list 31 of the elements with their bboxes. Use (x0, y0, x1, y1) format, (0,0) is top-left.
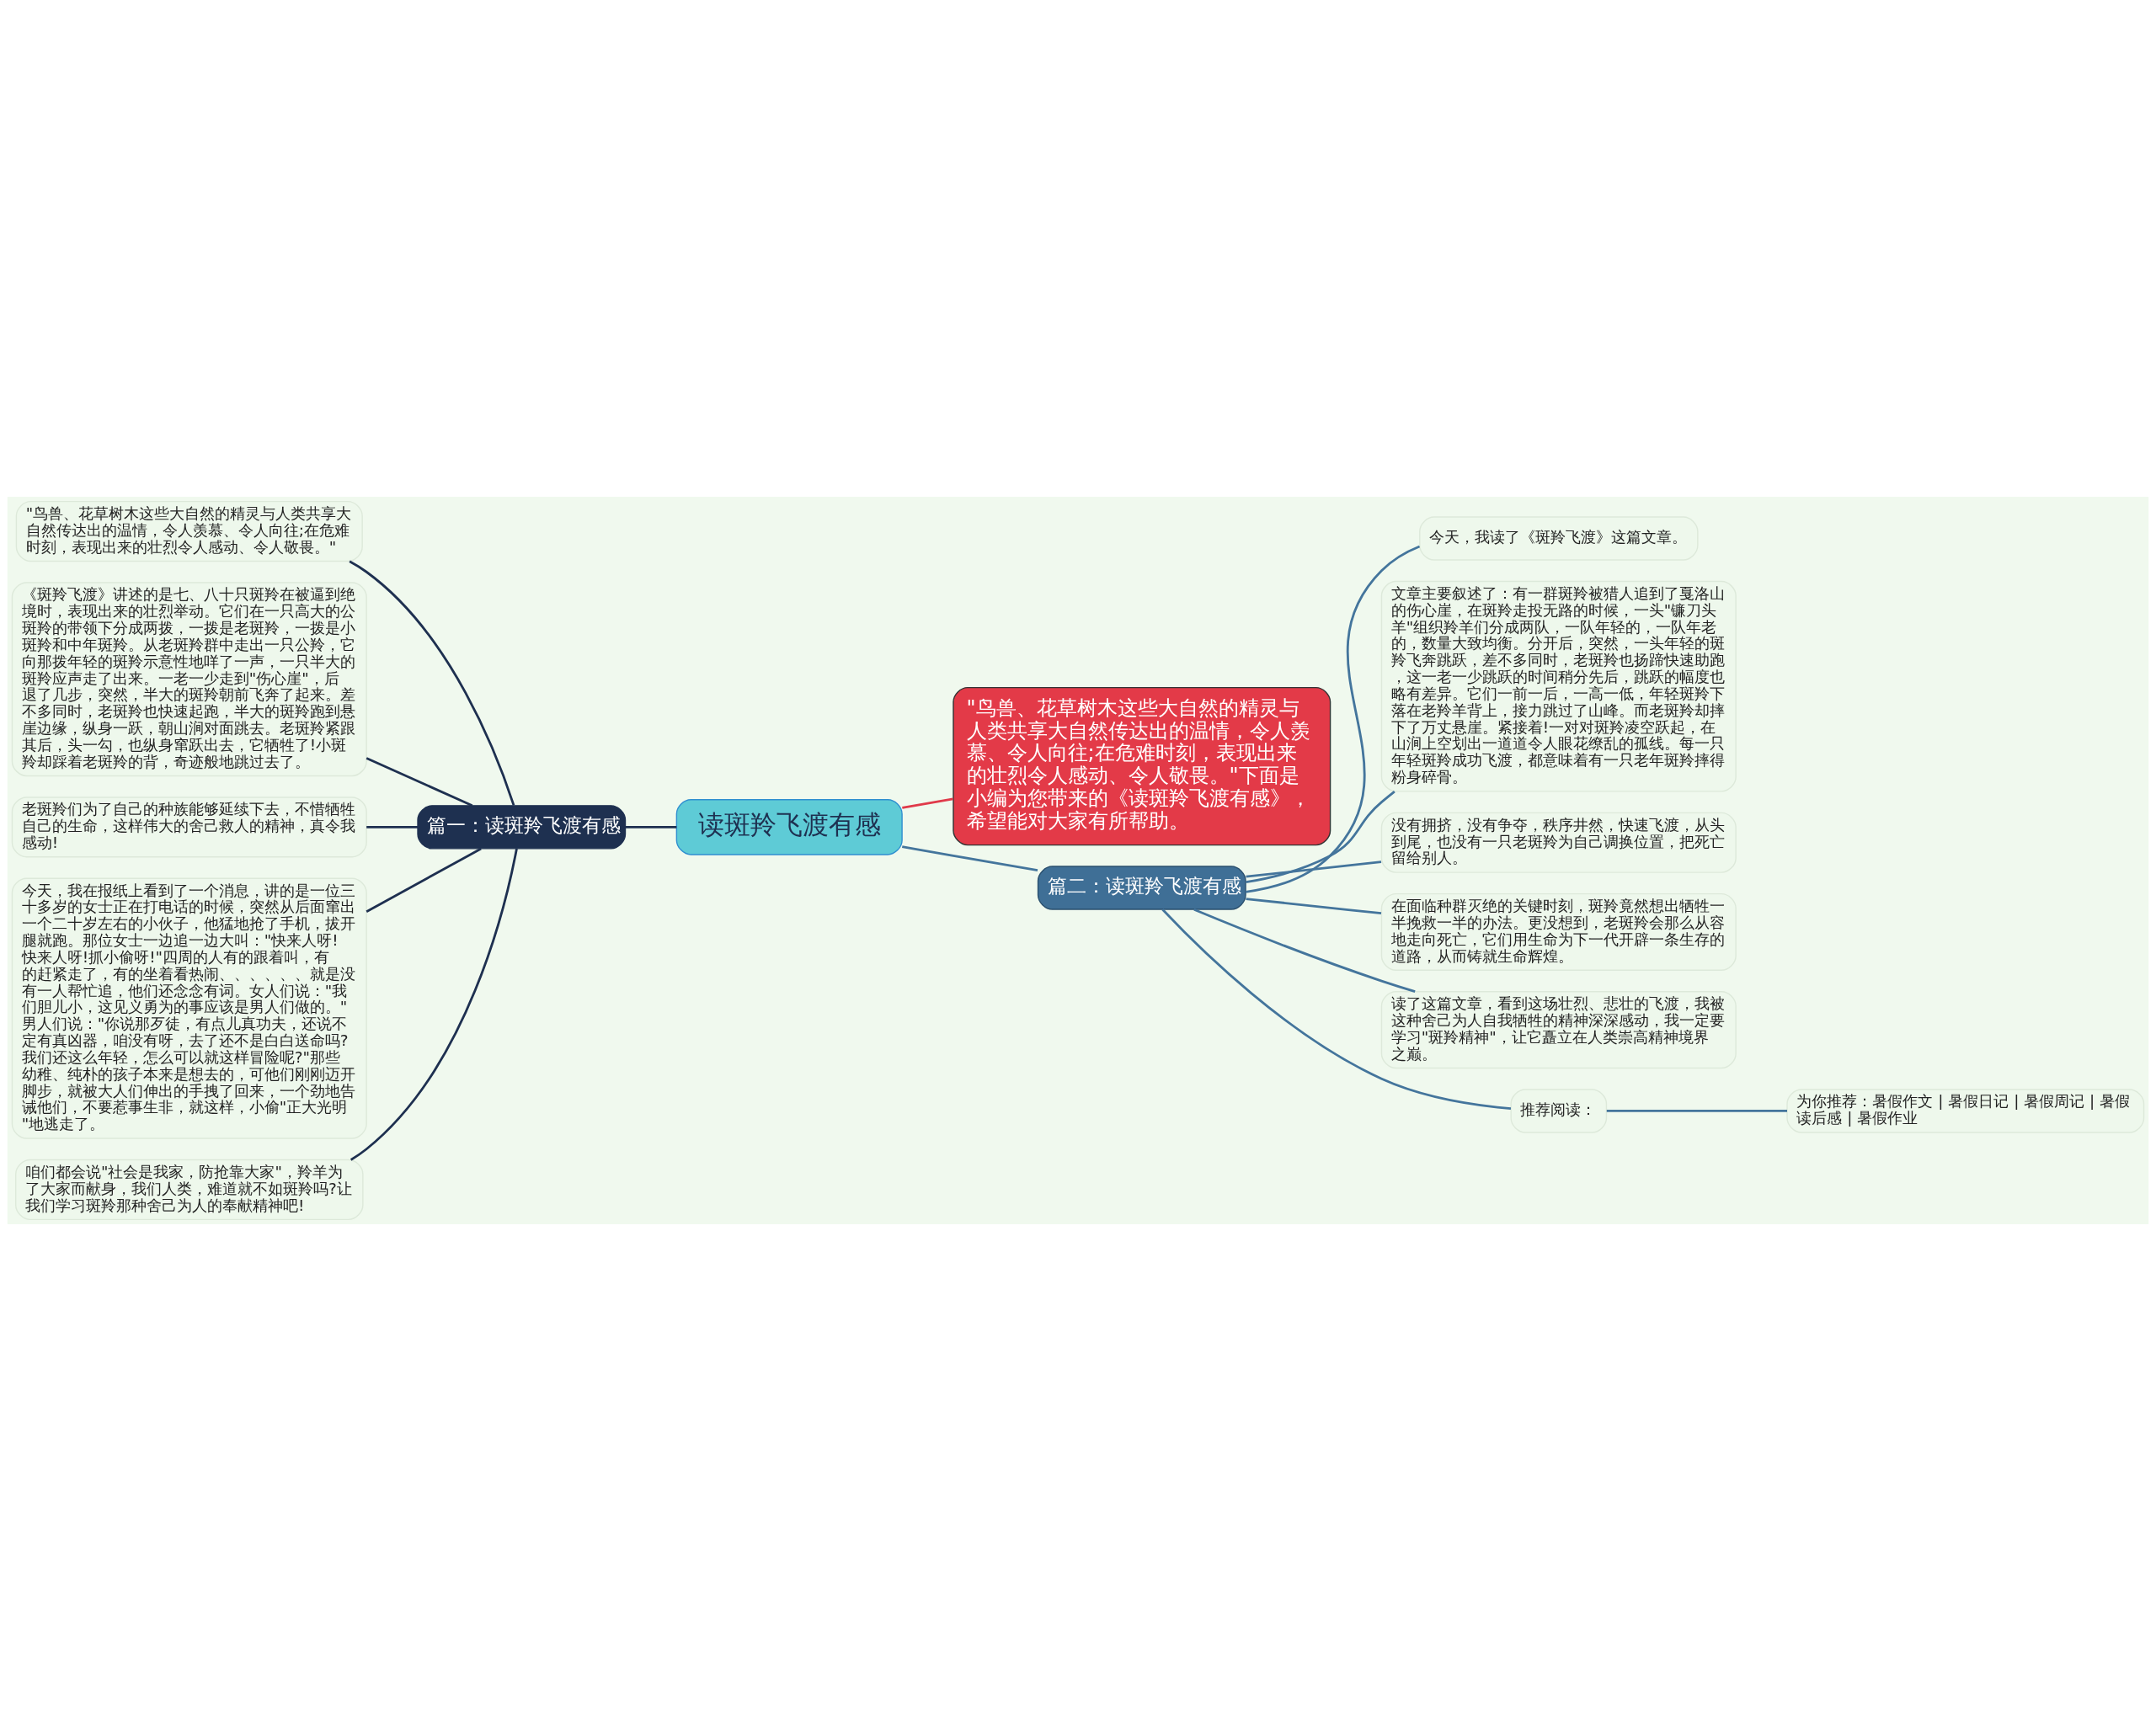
connector (1245, 545, 1421, 893)
connector (625, 825, 677, 829)
connector (1246, 791, 1396, 884)
connector (1161, 908, 1512, 1111)
node-box: 《斑羚飞渡》讲述的是七、八十只斑羚在被逼到绝境时，表现出来的壮烈举动。它们在一只高大的公斑羚的带领下分成两拨，一拨是老斑羚，一拨是小斑羚和中年斑羚。从老斑羚群中走出一只公羚，它向那拨年轻的斑羚示意性地咩了一声，一只半大的斑羚应声走了出来。一老一少走到"伤心崖"，后退了几步，突然，半大的斑羚朝前飞奔了起来。差不多同时，老斑羚也快速起跑，半大的斑羚跑到悬崖边缘，纵身一跃，朝山涧对面跳去。老斑羚紧跟其后，头一勾，也纵身窜跃出去，它牺牲了!小斑羚却踩着老斑羚的背，奇迹般地跳过去了。 (11, 582, 367, 777)
connector (350, 848, 518, 1161)
node-box: 没有拥挤，没有争夺，秩序井然，快速飞渡，从头到尾，也没有一只老斑羚为自己调换位置，把死亡留给别人。 (1380, 812, 1737, 873)
node-box: 咱们都会说"社会是我家，防抢靠大家"，羚羊为了大家而献身，我们人类，难道就不如斑羚吗?让我们学习斑羚那种舍己为人的奉献精神吧! (15, 1159, 364, 1221)
connector (366, 847, 482, 913)
connector (1193, 908, 1416, 993)
node-box: 在面临种群灭绝的关键时刻，斑羚竟然想出牺牲一半挽救一半的办法。更没想到，老斑羚会那么从容地走向死亡，它们用生命为下一代开辟一条生存的道路，从而铸就生命辉煌。 (1380, 892, 1737, 971)
node-box: 读斑羚飞渡有感 (675, 799, 903, 855)
node-box: "鸟兽、花草树木这些大自然的精灵与人类共享大自然传达出的温情，令人羡慕、令人向往;在危难时刻，表现出来的壮烈令人感动、令人敬畏。"下面是小编为您带来的《读斑羚飞渡有感》，希望能对大家有所帮助。 (953, 686, 1331, 846)
node-box: "鸟兽、花草树木这些大自然的精灵与人类共享大自然传达出的温情，令人羡慕、令人向往;在危难时刻，表现出来的壮烈令人感动、令人敬畏。" (15, 500, 363, 562)
node-box: 为你推荐：暑假作文 | 暑假日记 | 暑假周记 | 暑假读后感 | 暑假作业 (1786, 1089, 2145, 1133)
node-box: 篇一：读斑羚飞渡有感 (417, 805, 627, 850)
connector (366, 757, 473, 807)
connector (366, 825, 418, 829)
connector (902, 845, 1038, 871)
connector (349, 560, 515, 806)
connector (902, 797, 953, 809)
node-box: 今天，我在报纸上看到了一个消息，讲的是一位三十多岁的女士正在打电话的时候，突然从后面窜出一个二十岁左右的小伙子，他猛地抢了手机，拔开腿就跑。那位女士一边追一边大叫："快来人呀!快来人呀!抓小偷呀!"四周的人有的跟着叫，有的赶紧走了，有的坐着看热闹、、、、、、就是没有一人帮忙追，他们还念念有词。女人们说："我们胆儿小，这见义勇为的事应该是男人们做的。"男人们说："你说那歹徒，有点儿真功夫，还说不定有真凶器，咱没有呀，去了还不是白白送命吗?我们还这么年轻，怎么可以就这样冒险呢?"那些幼稚、纯朴的孩子本来是想去的，可他们刚刚迈开脚步，就被大人们伸出的手拽了回来，一个劲地告诫他们，不要惹事生非，就这样，小偷"正大光明"地逃走了。 (11, 877, 367, 1139)
node-box: 老斑羚们为了自己的种族能够延续下去，不惜牺牲自己的生命，这样伟大的舍己救人的精神，真令我感动! (11, 797, 367, 858)
node-box: 读了这篇文章，看到这场壮烈、悲壮的飞渡，我被这种舍己为人自我牺牲的精神深深感动，我一定要学习"斑羚精神"，让它矗立在人类崇高精神境界之巅。 (1380, 991, 1737, 1069)
connector (1606, 1110, 1787, 1112)
node-box: 文章主要叙述了：有一群斑羚被猎人追到了戛洛山的伤心崖，在斑羚走投无路的时候，一头"镰刀头羊"组织羚羊们分成两队，一队年轻的，一队年老的，数量大致均衡。分开后，突然，一头年轻的斑羚飞奔跳跃，差不多同时，老斑羚也扬蹄快速助跑，这一老一少跳跃的时间稍分先后，跳跃的幅度也略有差异。它们一前一后，一高一低，年轻斑羚下落在老羚羊背上，接力跳过了山峰。而老斑羚却摔下了万丈悬崖。紧接着!一对对斑羚凌空跃起，在山涧上空划出一道道令人眼花缭乱的孤线。每一只年轻斑羚成功飞渡，都意味着有一只老年斑羚摔得粉身碎骨。 (1380, 580, 1737, 792)
node-box: 篇二：读斑羚飞渡有感 (1037, 866, 1246, 910)
node-box: 推荐阅读： (1510, 1089, 1608, 1133)
connector (1246, 860, 1382, 878)
connector (1246, 898, 1382, 915)
node-box: 今天，我读了《斑羚飞渡》这篇文章。 (1419, 516, 1699, 561)
